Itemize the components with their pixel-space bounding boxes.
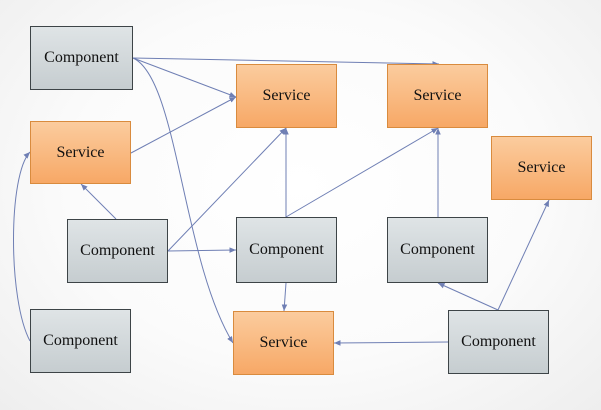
edge-arrow xyxy=(132,57,440,67)
component-box[interactable]: Component xyxy=(387,217,488,283)
edge-arrow xyxy=(132,57,234,344)
node-label: Service xyxy=(262,87,311,104)
node-label: Service xyxy=(517,159,566,176)
node-label: Component xyxy=(461,333,536,350)
edge-arrow xyxy=(130,96,237,154)
edge-arrow xyxy=(167,127,287,252)
edge-arrow xyxy=(80,183,117,220)
service-box[interactable]: Service xyxy=(30,121,131,184)
edge-arrow xyxy=(285,127,439,218)
edge-arrow xyxy=(497,199,550,311)
node-label: Component xyxy=(400,241,475,258)
component-box[interactable]: Component xyxy=(67,219,168,283)
node-label: Component xyxy=(249,241,324,258)
service-box[interactable]: Service xyxy=(387,64,488,128)
service-box[interactable]: Service xyxy=(236,64,337,128)
edge-arrow xyxy=(167,247,237,253)
node-label: Component xyxy=(80,242,155,259)
component-box[interactable]: Component xyxy=(30,26,133,90)
edge-arrow xyxy=(281,282,288,312)
edge-arrow xyxy=(13,151,31,342)
component-box[interactable]: Component xyxy=(448,310,549,374)
service-box[interactable]: Service xyxy=(491,136,592,200)
node-label: Component xyxy=(43,332,118,349)
service-box[interactable]: Service xyxy=(233,311,334,375)
node-label: Service xyxy=(259,334,308,351)
edge-arrow xyxy=(333,340,449,346)
edge-arrow xyxy=(437,282,499,311)
component-box[interactable]: Component xyxy=(30,309,131,373)
component-box[interactable]: Component xyxy=(236,217,337,283)
node-label: Component xyxy=(44,49,119,66)
node-label: Service xyxy=(56,143,105,161)
edge-arrow xyxy=(132,57,237,98)
node-label: Service xyxy=(413,87,462,104)
